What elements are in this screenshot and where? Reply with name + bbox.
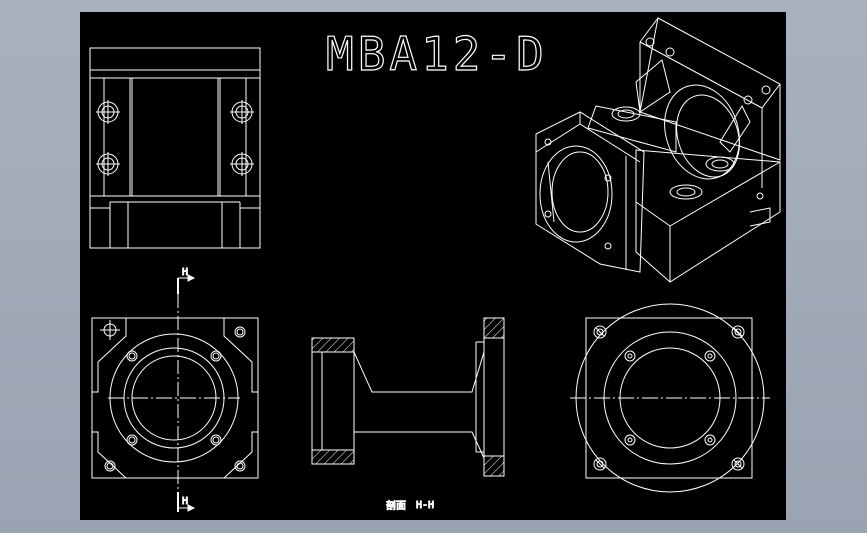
cad-drawing-canvas[interactable]: MBA12-D: [80, 12, 786, 520]
drawing-title: MBA12-D: [326, 27, 548, 81]
top-view-bolt-holes: [96, 100, 254, 176]
isometric-view: [535, 17, 781, 283]
front-view: [91, 317, 259, 479]
section-label-top: H: [182, 267, 188, 278]
section-label-bottom: H: [182, 496, 188, 507]
section-view: 剖面 H-H: [311, 317, 505, 513]
section-marker-top: H: [177, 267, 196, 294]
section-marker-bottom: H: [177, 492, 196, 512]
cad-drawing: MBA12-D: [89, 17, 781, 513]
side-view: [570, 303, 770, 493]
section-caption: H-H: [416, 500, 434, 511]
top-view: [89, 47, 261, 249]
section-caption-prefix: 剖面: [386, 499, 406, 512]
